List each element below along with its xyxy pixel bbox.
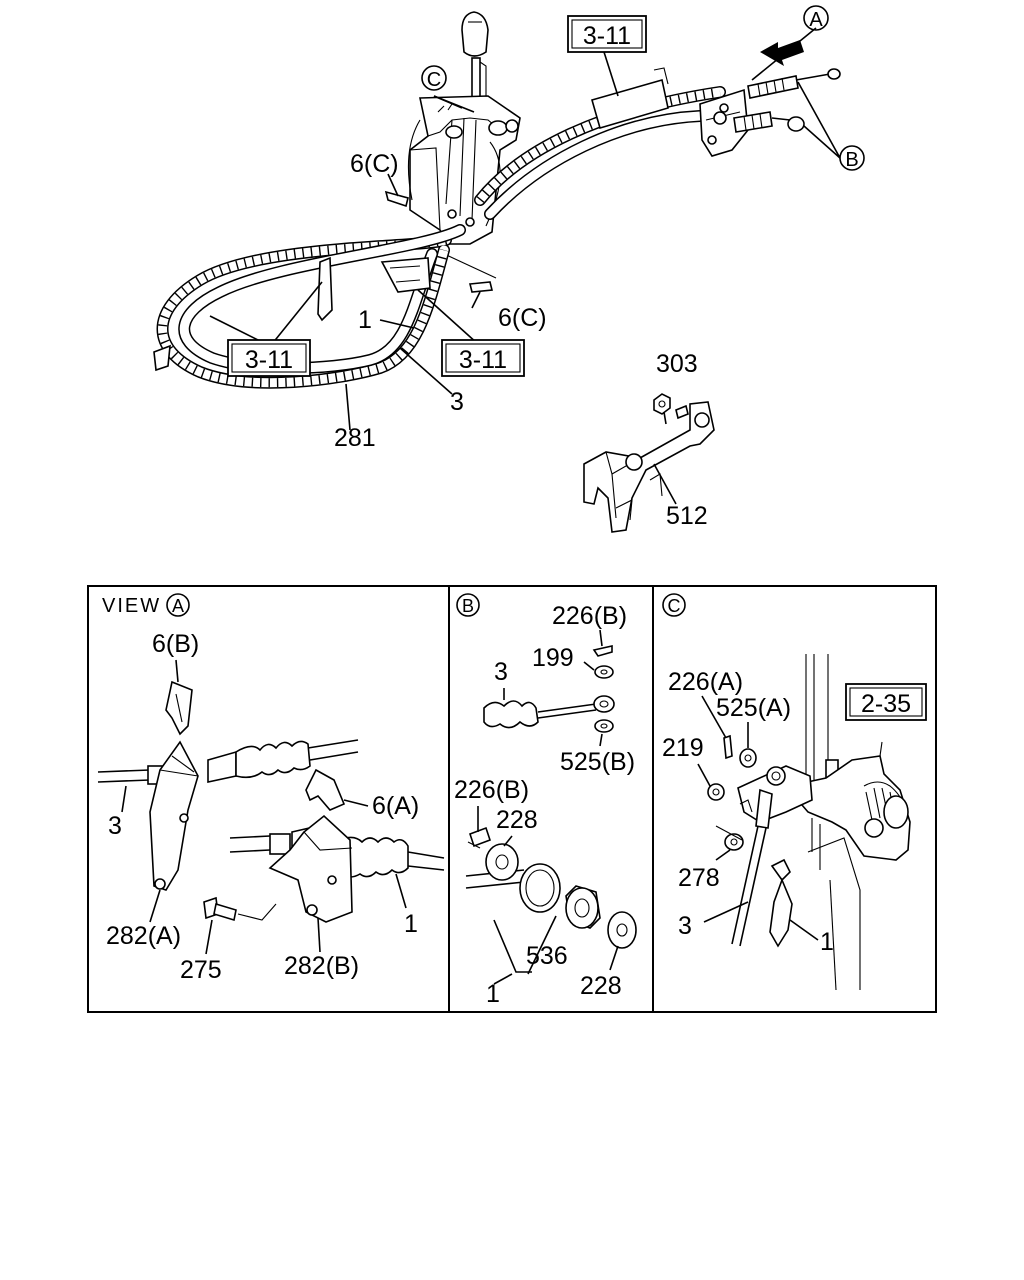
cable-clamp-mid	[380, 257, 431, 293]
ref-label: 3-11	[459, 346, 507, 374]
label-282b: 282(B)	[284, 952, 359, 980]
clip-6c-right	[468, 281, 494, 293]
label-525b: 525(B)	[560, 748, 635, 776]
clip-6c-left	[384, 190, 409, 208]
main-assembly	[153, 11, 841, 533]
main-label-group: 3-11 3-11 3-11 A B C 6(C) 6(C) 1 3 281 3	[227, 5, 865, 530]
marker-b-main: B	[839, 145, 865, 171]
marker-c-main: C	[421, 65, 447, 91]
view-b-panel: B 226(B) 199 3 525(B) 226(B)	[454, 593, 637, 1008]
label-228-top: 228	[496, 806, 538, 834]
label-1-view-b: 1	[486, 980, 500, 1008]
label-6c-left: 6(C)	[350, 150, 399, 178]
cable-bracket-top	[591, 78, 669, 129]
ref-box-3-11-left: 3-11	[227, 339, 311, 377]
label-226a: 226(A)	[668, 668, 743, 696]
cable-bracket-left	[153, 344, 171, 372]
label-219: 219	[662, 734, 704, 762]
ref-label: 2-35	[861, 690, 911, 718]
label-226b-mid: 226(B)	[454, 776, 529, 804]
ref-box-3-11-mid: 3-11	[441, 339, 525, 377]
label-3-view-c: 3	[678, 912, 692, 940]
label-6b: 6(B)	[152, 630, 199, 658]
label-1: 1	[358, 306, 372, 334]
label-6c-right: 6(C)	[498, 304, 547, 332]
label-199: 199	[532, 644, 574, 672]
label-1-view-c: 1	[820, 928, 834, 956]
leader-lines-main	[209, 27, 841, 505]
circled-letter-icon: C	[668, 596, 681, 616]
transmission-end	[699, 68, 841, 157]
label-1-view-a: 1	[404, 910, 418, 938]
label-512: 512	[666, 502, 708, 530]
label-525a: 525(A)	[716, 694, 791, 722]
ref-label: 3-11	[583, 22, 631, 50]
ref-label: 3-11	[245, 346, 293, 374]
view-c-panel: C 2-35	[662, 593, 927, 991]
label-275: 275	[180, 956, 222, 984]
ref-box-2-35: 2-35	[845, 683, 927, 721]
label-3-view-b: 3	[494, 658, 508, 686]
circled-letter-icon: B	[462, 596, 474, 616]
ref-box-3-11-top: 3-11	[567, 15, 647, 53]
view-a-panel: VIEW A	[97, 593, 445, 984]
circled-letter-icon: A	[809, 9, 823, 31]
label-282a: 282(A)	[106, 922, 181, 950]
cable-bracket-center	[317, 256, 333, 322]
label-228-bottom: 228	[580, 972, 622, 1000]
bracket-512	[583, 401, 715, 533]
label-226b-top: 226(B)	[552, 602, 627, 630]
cable-to-transmission	[474, 86, 726, 220]
nut-303	[653, 393, 671, 415]
view-title: VIEW	[102, 595, 161, 617]
label-303: 303	[656, 350, 698, 378]
label-278: 278	[678, 864, 720, 892]
label-3-view-a: 3	[108, 812, 122, 840]
marker-a-main: A	[803, 5, 829, 31]
label-6a: 6(A)	[372, 792, 419, 820]
detail-frame	[87, 585, 937, 1013]
circled-letter-icon: A	[172, 596, 184, 616]
circled-letter-icon: C	[427, 69, 441, 91]
label-281: 281	[334, 424, 376, 452]
circled-letter-icon: B	[845, 149, 858, 171]
label-3: 3	[450, 388, 464, 416]
